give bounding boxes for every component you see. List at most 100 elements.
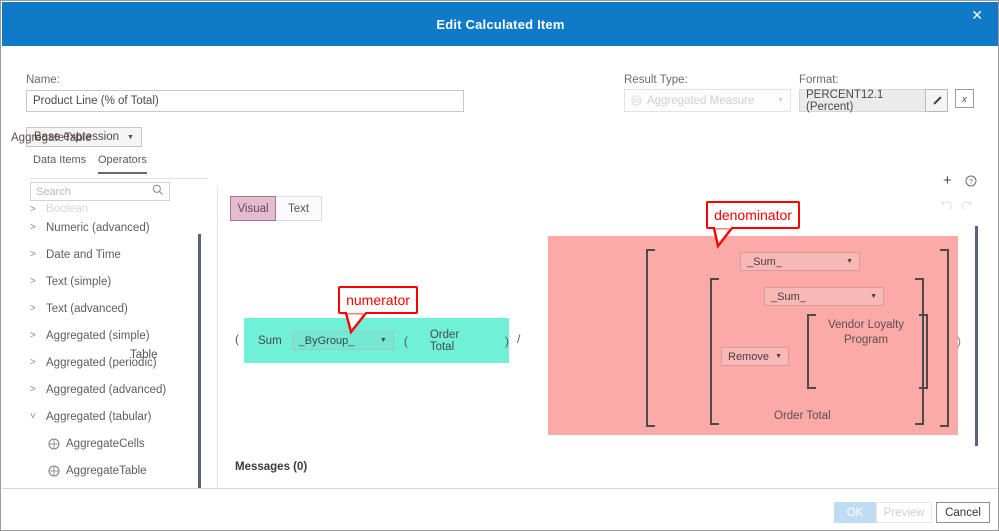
tree-item-label: Date and Time <box>46 248 121 261</box>
numerator-inner-close-paren: ) <box>505 333 509 348</box>
search-icon <box>152 183 164 201</box>
dialog-content: Name: Result Type: Aggregated Measure ▼ … <box>2 46 998 516</box>
tree-item-label: Aggregated (tabular) <box>46 410 152 423</box>
dialog-title: Edit Calculated Item <box>436 16 565 32</box>
tree-item-numeric-advanced[interactable]: > Numeric (advanced) <box>30 214 195 241</box>
callout-numerator-label: numerator <box>346 292 410 308</box>
close-icon[interactable]: ✕ <box>971 7 983 23</box>
numerator-bygroup-dropdown[interactable]: _ByGroup_ ▼ <box>291 331 394 350</box>
panel-divider <box>217 186 218 516</box>
tree-item-text-advanced[interactable]: > Text (advanced) <box>30 295 195 322</box>
tree-item-aggregated-advanced[interactable]: > Aggregated (advanced) <box>30 376 195 403</box>
tree-item-label: Aggregated (periodic) <box>46 356 157 369</box>
tree-item-aggregated-periodic[interactable]: > Aggregated (periodic) <box>30 349 195 376</box>
tree-item-text-simple[interactable]: > Text (simple) <box>30 268 195 295</box>
numerator-expression[interactable]: Sum _ByGroup_ ▼ ( Order Total ) <box>244 318 509 363</box>
denominator-measure[interactable]: Order Total <box>774 410 831 422</box>
chevron-down-icon: ▼ <box>379 337 387 344</box>
bracket-open-inner <box>807 314 816 389</box>
editor-scrollbar-thumb[interactable] <box>975 226 978 446</box>
messages-label: Messages (0) <box>235 461 308 473</box>
tree-item-date-and-time[interactable]: > Date and Time <box>30 241 195 268</box>
chevron-right-icon: > <box>30 384 36 395</box>
chevron-down-icon: ˅ <box>30 411 36 422</box>
denominator-dimension[interactable]: Vendor Loyalty Program <box>827 319 905 346</box>
pencil-icon[interactable] <box>925 89 948 112</box>
chevron-right-icon: > <box>30 303 36 314</box>
tree-item-aggregated-simple[interactable]: > Aggregated (simple) <box>30 322 195 349</box>
chevron-down-icon: ▼ <box>870 293 877 300</box>
denominator-sum-outer-dropdown[interactable]: _Sum_ ▼ <box>740 252 860 271</box>
chevron-right-icon: > <box>30 222 36 233</box>
numerator-bygroup-value: _ByGroup_ <box>298 334 355 347</box>
denominator-close-paren: ) <box>957 334 961 348</box>
aggregate-table-icon <box>48 465 66 477</box>
dialog-titlebar: Edit Calculated Item ✕ <box>2 2 998 46</box>
tree-item-label: Text (advanced) <box>46 302 128 315</box>
tree-item-label: Boolean <box>46 204 89 214</box>
search-placeholder: Search <box>36 185 71 198</box>
callout-numerator: numerator <box>338 286 418 335</box>
tab-data-items[interactable]: Data Items <box>33 154 87 166</box>
scrollbar-thumb[interactable] <box>198 234 201 516</box>
denominator-function-aggregatetable: AggregateTable <box>11 132 92 144</box>
denominator-remove-value: Remove <box>728 350 769 363</box>
denominator-remove-dropdown[interactable]: Remove ▼ <box>721 347 789 366</box>
x-format-icon[interactable]: x <box>955 89 974 108</box>
bracket-close-middle <box>915 278 924 425</box>
tree-item-label: AggregateTable <box>66 464 147 477</box>
format-label: Format: <box>799 74 839 86</box>
search-input[interactable]: Search <box>30 182 170 201</box>
tree-item-aggregatecells[interactable]: AggregateCells <box>30 430 195 457</box>
chevron-right-icon: > <box>30 204 36 214</box>
chevron-down-icon: ▼ <box>846 258 853 265</box>
name-label: Name: <box>26 74 60 86</box>
name-input[interactable] <box>26 90 464 112</box>
dialog-footer: OK Preview Cancel <box>2 488 998 530</box>
tab-operators[interactable]: Operators <box>98 154 147 174</box>
redo-icon[interactable] <box>960 199 974 218</box>
chevron-down-icon: ▼ <box>775 353 782 360</box>
tree-item-label: Aggregated (simple) <box>46 329 150 342</box>
format-field-group: PERCENT12.1 (Percent) <box>799 89 948 113</box>
plus-icon[interactable]: + <box>943 172 952 189</box>
bracket-open-outer <box>646 249 655 427</box>
result-type-label: Result Type: <box>624 74 688 86</box>
denominator-sum-inner-dropdown[interactable]: _Sum_ ▼ <box>764 287 884 306</box>
chevron-right-icon: > <box>30 330 36 341</box>
base-expression-label: Base expression <box>34 131 120 143</box>
numerator-measure[interactable]: Order Total <box>429 328 460 353</box>
bracket-close-outer <box>940 249 949 427</box>
tree-item-label: Text (simple) <box>46 275 112 288</box>
numerator-outer-open-paren: ( <box>235 332 239 346</box>
tree-item-boolean[interactable]: > Boolean <box>30 204 195 214</box>
denominator-sum-outer-value: _Sum_ <box>747 255 782 268</box>
callout-tail <box>712 227 735 249</box>
denominator-sum-inner-value: _Sum_ <box>771 290 806 303</box>
tree-item-aggregatetable[interactable]: AggregateTable <box>30 457 195 484</box>
help-icon[interactable]: ? <box>965 174 977 192</box>
tab-visual[interactable]: Visual <box>230 196 276 221</box>
bracket-close-inner <box>919 314 928 389</box>
tree-item-label: Aggregated (advanced) <box>46 383 167 396</box>
cancel-button[interactable]: Cancel <box>936 502 990 523</box>
base-expression-dropdown[interactable]: Base expression ▼ <box>26 127 142 147</box>
format-value[interactable]: PERCENT12.1 (Percent) <box>799 89 925 113</box>
callout-denominator: denominator <box>706 201 800 249</box>
tree-item-aggregated-tabular[interactable]: ˅ Aggregated (tabular) <box>30 403 195 430</box>
left-panel-tabs: Data Items Operators <box>30 154 208 179</box>
ok-button[interactable]: OK <box>834 502 876 523</box>
callout-denominator-label: denominator <box>714 207 792 223</box>
left-panel-scrollbar[interactable] <box>198 234 202 516</box>
chevron-right-icon: > <box>30 249 36 260</box>
svg-text:?: ? <box>969 179 973 186</box>
result-type-value: Aggregated Measure <box>647 94 755 107</box>
tree-item-label: Numeric (advanced) <box>46 221 150 234</box>
numerator-function: Sum <box>258 334 282 347</box>
tab-text[interactable]: Text <box>276 196 322 221</box>
undo-icon[interactable] <box>939 199 953 218</box>
preview-button[interactable]: Preview <box>876 502 932 523</box>
callout-tail <box>344 312 369 335</box>
chevron-down-icon: ▼ <box>777 97 784 104</box>
